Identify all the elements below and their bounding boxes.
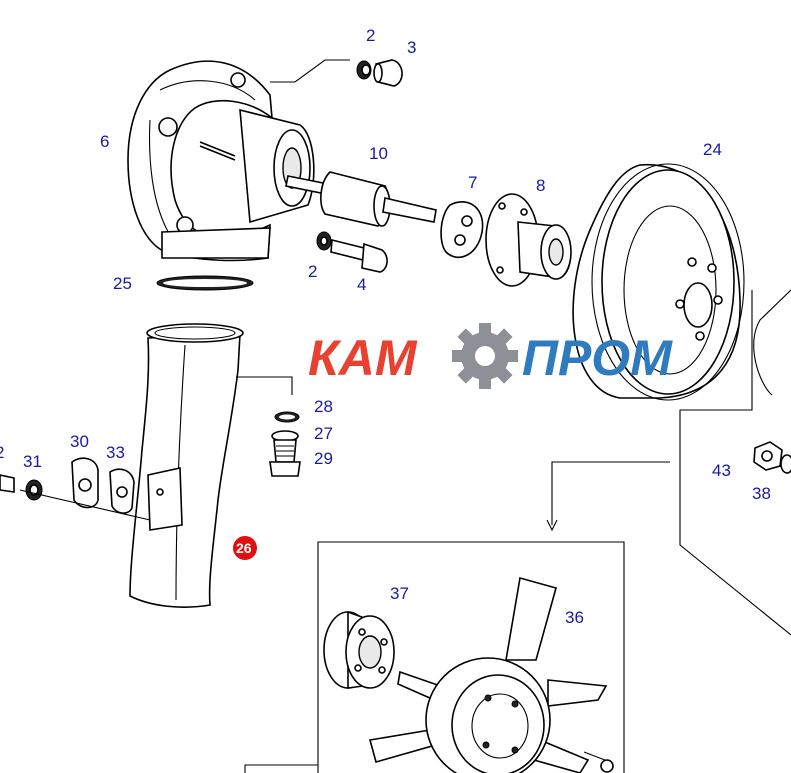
bolt bbox=[316, 231, 388, 273]
watermark-logo: КАМ ПРОМ bbox=[308, 323, 673, 389]
part-label-30: 30 bbox=[70, 432, 89, 451]
pulley bbox=[572, 163, 745, 401]
gear-icon bbox=[452, 323, 518, 389]
nut-and-washer bbox=[753, 441, 791, 474]
part-label-24: 24 bbox=[703, 140, 722, 159]
part-label-7: 7 bbox=[468, 173, 477, 192]
fan-spacer bbox=[323, 610, 395, 689]
leader-line bbox=[236, 376, 293, 395]
clip-and-hub bbox=[440, 193, 572, 287]
part-label-33: 33 bbox=[106, 443, 125, 462]
part-label-25: 25 bbox=[113, 274, 132, 293]
pump-shaft bbox=[285, 171, 437, 227]
part-label-2: 2 bbox=[366, 26, 375, 45]
water-pump-housing bbox=[127, 60, 315, 262]
part-label-36: 36 bbox=[565, 608, 584, 627]
cooling-fan bbox=[368, 576, 614, 773]
part-label-8: 8 bbox=[536, 176, 545, 195]
part-label-4: 4 bbox=[357, 275, 366, 294]
part-label-3: 3 bbox=[407, 38, 416, 57]
part-labels: 2 3 6 10 24 7 8 2 4 25 28 27 29 30 33 31… bbox=[0, 26, 771, 627]
part-label-6: 6 bbox=[100, 132, 109, 151]
part-label-43: 43 bbox=[712, 461, 731, 480]
washer-and-plug bbox=[356, 59, 403, 87]
part-label-31: 31 bbox=[23, 452, 42, 471]
gasket bbox=[156, 275, 254, 291]
part-label-27: 27 bbox=[314, 424, 333, 443]
nipple-assembly bbox=[269, 411, 301, 477]
part-label-26-highlight[interactable]: 26 bbox=[233, 536, 257, 560]
leader-line bbox=[270, 59, 350, 83]
part-label-29: 29 bbox=[314, 449, 333, 468]
part-label-2b: 2 bbox=[308, 262, 317, 281]
part-label-2c: 2 bbox=[0, 443, 4, 462]
part-label-10: 10 bbox=[369, 144, 388, 163]
logo-text-left: КАМ bbox=[308, 330, 418, 386]
part-label-37: 37 bbox=[390, 584, 409, 603]
part-label-28: 28 bbox=[314, 397, 333, 416]
part-label-38: 38 bbox=[752, 484, 771, 503]
water-pipe bbox=[129, 323, 244, 608]
side-cover-assembly bbox=[0, 457, 151, 521]
logo-text-right: ПРОМ bbox=[522, 330, 673, 386]
inset-lines bbox=[244, 289, 791, 773]
part-label-26: 26 bbox=[236, 540, 252, 556]
